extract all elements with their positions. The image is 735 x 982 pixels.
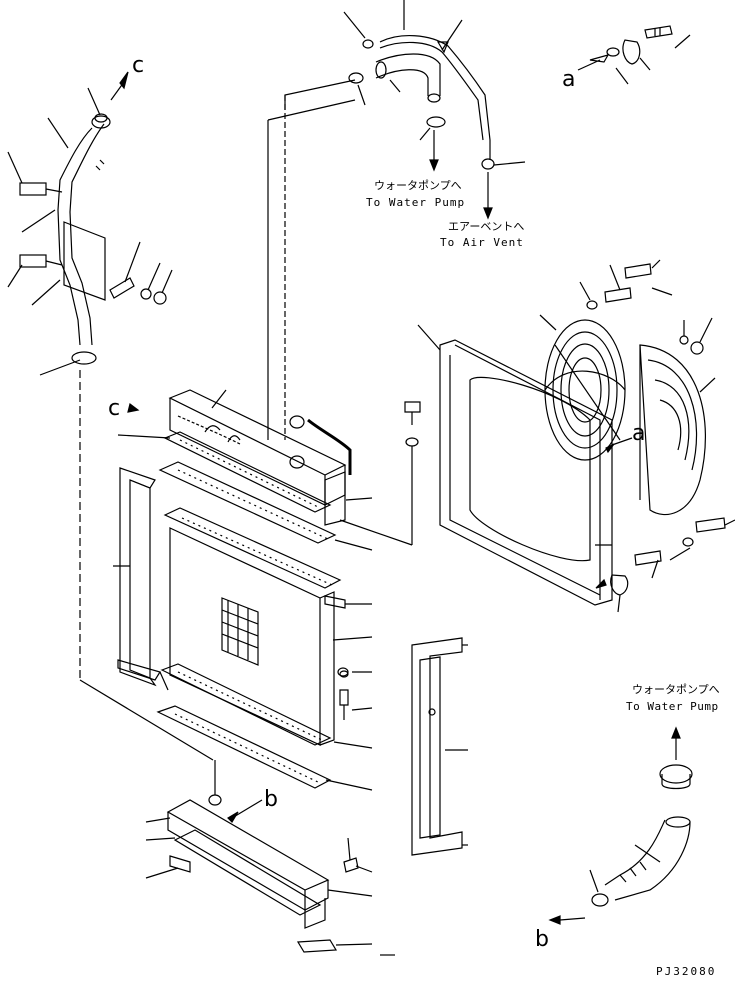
to-water-pump-bottom-en: To Water Pump	[626, 700, 719, 713]
ref-letter-c-mid: c	[108, 396, 120, 421]
right-side-plate	[411, 637, 468, 856]
fan-guard	[539, 259, 735, 613]
fan-shroud	[417, 324, 633, 606]
radiator-upper-tank	[168, 389, 352, 526]
mid-bolts	[337, 401, 421, 677]
ref-letter-a-top: a	[562, 67, 575, 92]
to-water-pump-top-jp: ウォータポンプへ	[374, 179, 462, 192]
to-air-vent-jp: エアーベントへ	[448, 220, 524, 233]
ref-letter-a-mid: a	[632, 421, 645, 446]
drawing-code: PJ32080	[656, 965, 716, 978]
top-right-bracket	[577, 25, 691, 85]
to-water-pump-bottom-jp: ウォータポンプへ	[632, 683, 720, 696]
ref-letter-c-top: c	[132, 53, 144, 78]
to-water-pump-top-en: To Water Pump	[366, 196, 465, 209]
left-pipe-assembly	[7, 71, 214, 761]
ref-letter-b-mid: b	[264, 787, 278, 812]
annotations: c c a a b b ウォータポンプへ To Water Pump エアーベン…	[108, 53, 720, 978]
radiator-seals-and-core	[117, 389, 373, 791]
bottom-frame	[145, 760, 395, 956]
left-side-plate	[113, 467, 169, 691]
ref-letter-b-bottom: b	[535, 927, 549, 952]
top-hose-assembly	[267, 0, 526, 440]
bottom-right-hose	[548, 726, 693, 925]
to-air-vent-en: To Air Vent	[440, 236, 524, 249]
